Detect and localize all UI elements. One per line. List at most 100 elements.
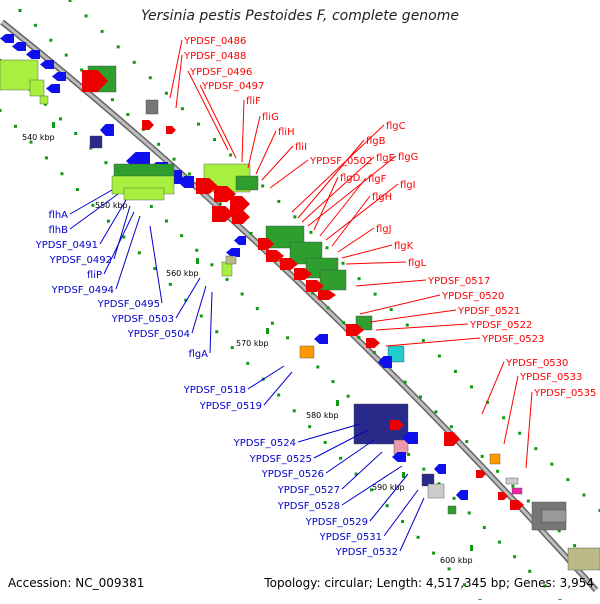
track-tick <box>101 30 104 33</box>
track-tick <box>219 202 222 205</box>
kbp-tick <box>336 400 339 406</box>
track-tick <box>339 457 342 460</box>
label-leader-forward <box>242 100 244 162</box>
track-tick <box>293 409 296 412</box>
track-tick <box>111 98 114 101</box>
track-tick <box>45 156 48 159</box>
gene-arrow-reverse <box>226 248 240 257</box>
gene-label-forward: YPDSF_0533 <box>519 372 582 383</box>
gene-label-forward: YPDSF_0530 <box>505 358 568 369</box>
gene-label-reverse: YPDSF_0494 <box>51 285 114 296</box>
track-tick <box>498 541 501 544</box>
gene-label-reverse: YPDSF_0527 <box>277 485 340 496</box>
gene-label-forward: YPDSF_0496 <box>189 67 252 78</box>
track-tick <box>325 246 328 249</box>
kbp-tick <box>266 328 269 334</box>
gene-label-reverse: YPDSF_0524 <box>233 438 296 449</box>
track-tick <box>527 500 530 503</box>
gene-label-forward: YPDSF_0497 <box>201 81 264 92</box>
track-tick <box>165 220 168 223</box>
kbp-tick <box>196 258 199 264</box>
gene-block <box>448 506 456 514</box>
gene-label-forward: fliI <box>295 142 307 153</box>
gene-label-forward: YPDSF_0522 <box>469 320 532 331</box>
gene-label-reverse: fliP <box>87 270 102 281</box>
track-tick <box>271 322 274 325</box>
gene-arrow-forward <box>142 120 154 130</box>
gene-label-reverse: YPDSF_0492 <box>49 255 112 266</box>
track-tick <box>91 204 94 207</box>
gene-label-reverse: YPDSF_0528 <box>277 501 340 512</box>
track-tick <box>210 263 213 266</box>
gene-label-forward: flgC <box>386 121 406 132</box>
track-tick <box>347 395 350 398</box>
gene-arrow-forward <box>166 126 176 134</box>
label-leader-reverse <box>264 372 292 405</box>
gene-label-reverse: YPDSF_0519 <box>199 401 262 412</box>
track-tick <box>49 39 52 42</box>
track-tick <box>518 432 521 435</box>
gene-arrow-forward <box>318 290 336 300</box>
label-leader-reverse <box>210 292 212 353</box>
gene-label-reverse: YPDSF_0503 <box>111 314 174 325</box>
gene-arrow-reverse <box>434 464 446 474</box>
track-tick <box>308 425 311 428</box>
gene-arrow-reverse <box>0 34 14 43</box>
track-tick <box>0 109 2 112</box>
label-leader-forward <box>370 310 456 322</box>
track-tick <box>342 321 345 324</box>
track-tick <box>149 76 152 79</box>
gene-block <box>124 188 164 200</box>
gene-arrow-reverse <box>234 236 246 245</box>
track-tick <box>342 262 345 265</box>
track-tick <box>169 283 172 286</box>
track-tick <box>261 184 264 187</box>
gene-label-forward: flgL <box>408 258 427 269</box>
track-tick <box>76 188 79 191</box>
kbp-tick <box>470 545 473 551</box>
label-leader-forward <box>342 245 392 258</box>
accession-text: Accession: NC_009381 <box>8 576 144 590</box>
track-tick <box>481 455 484 458</box>
gene-arrow-reverse <box>46 84 60 93</box>
gene-arrow-reverse <box>314 334 328 344</box>
track-tick <box>453 497 456 500</box>
track-tick <box>373 351 376 354</box>
track-tick <box>293 215 296 218</box>
track-tick <box>188 173 191 176</box>
gene-label-forward: flgH <box>372 192 392 203</box>
track-tick <box>126 113 129 116</box>
label-leader-forward <box>482 362 504 414</box>
label-leader-reverse <box>150 226 162 303</box>
gene-label-forward: flgF <box>368 174 387 185</box>
label-leader-forward <box>376 324 468 330</box>
kbp-label: 600 kbp <box>440 556 473 565</box>
gene-arrow-reverse <box>52 72 66 81</box>
track-tick <box>582 494 585 497</box>
kbp-label: 580 kbp <box>306 411 339 420</box>
gene-block <box>320 270 346 290</box>
gene-block <box>394 440 408 454</box>
gene-arrow-reverse <box>40 60 54 69</box>
track-tick <box>511 485 514 488</box>
track-tick <box>465 440 468 443</box>
map-title: Yersinia pestis Pestoides F, complete ge… <box>0 8 600 24</box>
track-tick <box>231 346 234 349</box>
kbp-tick <box>52 122 55 128</box>
track-tick <box>309 231 312 234</box>
gene-label-forward: flgJ <box>376 224 392 235</box>
track-tick <box>65 54 68 57</box>
kbp-label: 560 kbp <box>166 269 199 278</box>
label-leader-reverse <box>400 498 424 551</box>
label-leader-reverse <box>176 278 200 318</box>
track-tick <box>286 336 289 339</box>
label-leader-forward <box>248 116 260 168</box>
track-tick <box>195 249 198 252</box>
gene-arrow-reverse <box>456 490 468 500</box>
gene-label-forward: YPDSF_0488 <box>183 51 246 62</box>
gene-block <box>568 548 600 570</box>
gene-label-forward: flgE <box>376 153 395 164</box>
track-tick <box>107 220 110 223</box>
gene-label-reverse: YPDSF_0532 <box>335 547 398 558</box>
track-tick <box>401 520 404 523</box>
